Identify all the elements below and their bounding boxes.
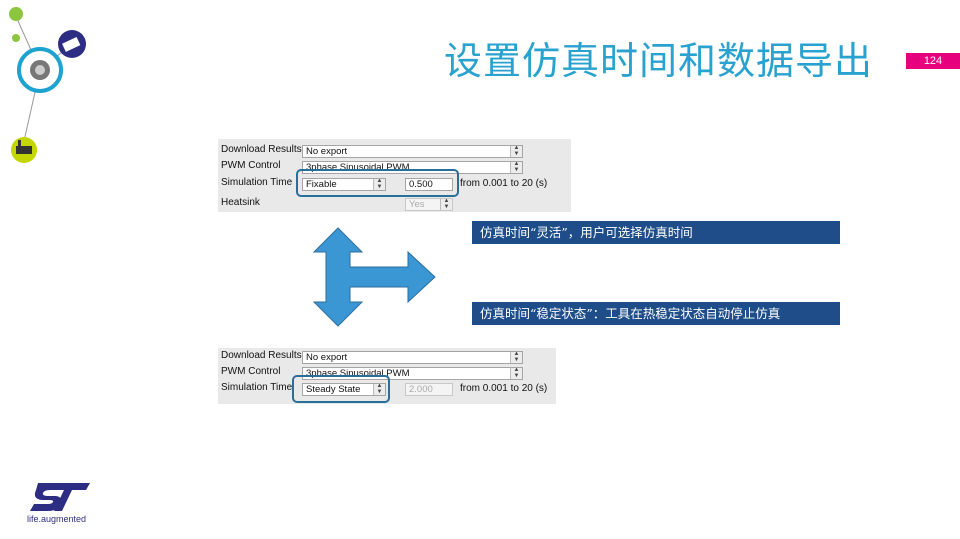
factory-icon — [11, 137, 37, 163]
simulation-time-label: Simulation Time — [221, 177, 293, 188]
callout-steady-state: 仿真时间“稳定状态”：工具在热稳定状态自动停止仿真 — [472, 302, 840, 325]
download-results-select[interactable]: No export ▲▼ — [302, 351, 523, 364]
select-arrows-icon: ▲▼ — [373, 179, 385, 190]
slide-title: 设置仿真时间和数据导出 — [444, 39, 874, 83]
heatsink-select[interactable]: Yes ▲▼ — [405, 198, 453, 211]
select-arrows-icon: ▲▼ — [510, 352, 522, 363]
download-results-select[interactable]: No export ▲▼ — [302, 145, 523, 158]
st-logo-tagline: life.augmented — [27, 514, 87, 524]
solar-panel-icon — [58, 30, 86, 58]
branch-arrow-icon — [312, 227, 436, 327]
simulation-range-text: from 0.001 to 20 (s) — [460, 383, 548, 394]
callout-flexible-time: 仿真时间“灵活”，用户可选择仿真时间 — [472, 221, 840, 244]
simulation-highlight-frame — [296, 169, 459, 197]
settings-panel-fixable: Download Results No export ▲▼ PWM Contro… — [218, 139, 571, 212]
download-results-value: No export — [306, 352, 348, 363]
select-arrows-icon: ▲▼ — [440, 199, 452, 210]
download-results-label: Download Results — [221, 144, 302, 155]
simulation-mode-value: Steady State — [306, 384, 361, 395]
simulation-time-value: 0.500 — [409, 179, 433, 190]
pwm-control-label: PWM Control — [221, 160, 281, 171]
settings-panel-steady: Download Results No export ▲▼ PWM Contro… — [218, 348, 556, 404]
simulation-time-label: Simulation Time — [221, 382, 293, 393]
simulation-highlight-frame — [292, 375, 390, 403]
select-arrows-icon: ▲▼ — [510, 162, 522, 173]
download-results-value: No export — [306, 146, 348, 157]
st-logo-icon — [30, 483, 90, 511]
pwm-control-label: PWM Control — [221, 366, 281, 377]
pwm-control-value: 3phase Sinusoidal PWM — [306, 368, 410, 379]
heatsink-label: Heatsink — [221, 197, 260, 208]
heatsink-value: Yes — [409, 199, 425, 210]
simulation-mode-value: Fixable — [306, 179, 337, 190]
simulation-time-value: 2.000 — [409, 384, 433, 395]
page-number-badge: 124 — [906, 53, 960, 69]
select-arrows-icon: ▲▼ — [510, 146, 522, 157]
motor-icon — [17, 47, 63, 93]
simulation-mode-select[interactable]: Fixable ▲▼ — [302, 178, 386, 191]
decorative-icon-cluster — [9, 7, 86, 163]
simulation-time-input[interactable]: 0.500 — [405, 178, 453, 191]
pwm-control-value: 3phase Sinusoidal PWM — [306, 162, 410, 173]
simulation-time-input[interactable]: 2.000 — [405, 383, 453, 396]
leaf-icon — [9, 7, 23, 42]
simulation-mode-select[interactable]: Steady State ▲▼ — [302, 383, 386, 396]
simulation-range-text: from 0.001 to 20 (s) — [460, 178, 548, 189]
select-arrows-icon: ▲▼ — [373, 384, 385, 395]
select-arrows-icon: ▲▼ — [510, 368, 522, 379]
download-results-label: Download Results — [221, 350, 302, 361]
